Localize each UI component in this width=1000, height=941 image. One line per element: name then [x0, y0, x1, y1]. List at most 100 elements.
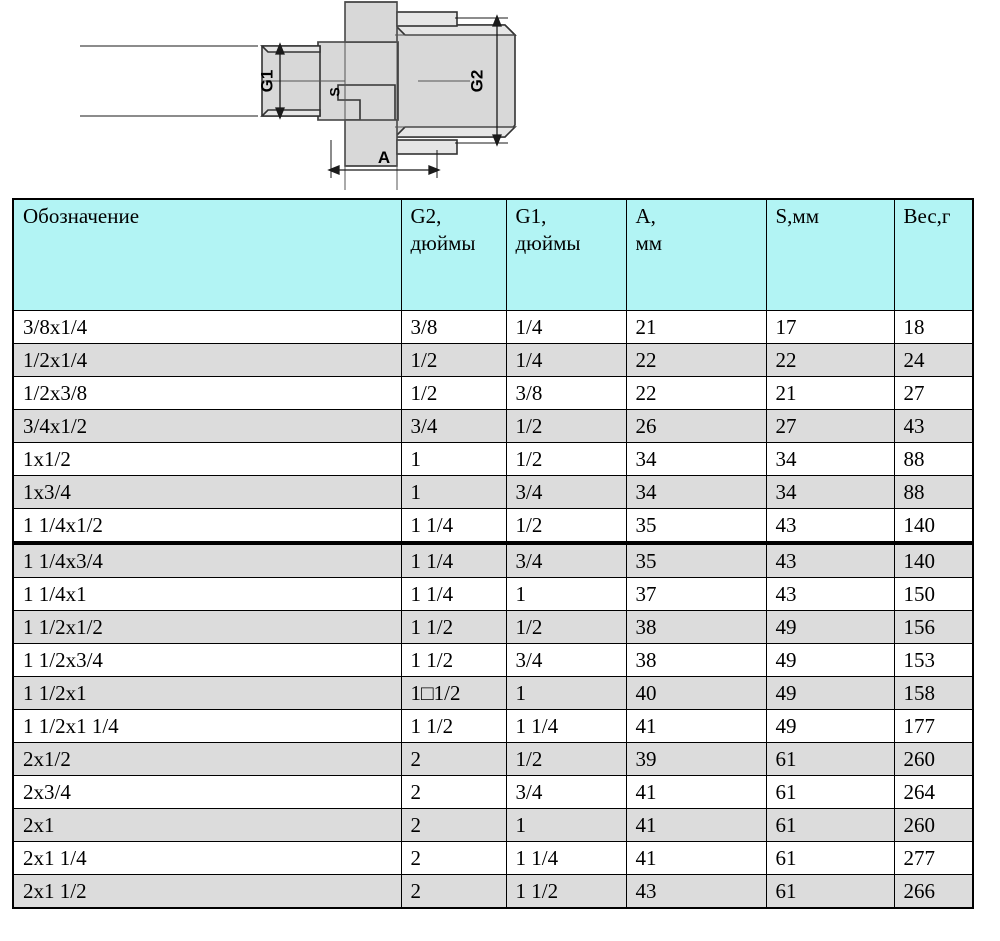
cell-name: 2x1 1/2	[12, 874, 402, 909]
cell-a: 41	[625, 775, 767, 809]
cell-g1: 1/4	[505, 343, 627, 377]
cell-s: 34	[765, 475, 895, 509]
column-header-g1: G1, дюймы	[505, 198, 627, 311]
technical-drawing: G1 G2 A S	[0, 0, 1000, 192]
g1-arrow-bottom	[275, 107, 285, 120]
cell-s: 61	[765, 742, 895, 776]
cell-s: 49	[765, 610, 895, 644]
cell-a: 26	[625, 409, 767, 443]
cell-w: 88	[893, 442, 974, 476]
cell-g2: 1/2	[400, 376, 507, 410]
cell-g2: 1 1/2	[400, 610, 507, 644]
cell-g1: 1/4	[505, 310, 627, 344]
cell-a: 38	[625, 610, 767, 644]
cell-g2: 1 1/2	[400, 709, 507, 743]
cell-g2: 1 1/2	[400, 643, 507, 677]
cell-a: 21	[625, 310, 767, 344]
g2-arrow-bottom	[492, 134, 502, 147]
cell-s: 49	[765, 643, 895, 677]
dimension-label-s: S	[327, 87, 343, 96]
cell-g1: 3/8	[505, 376, 627, 410]
cell-a: 43	[625, 874, 767, 909]
cell-g1: 1	[505, 808, 627, 842]
cell-g1: 3/4	[505, 775, 627, 809]
cell-w: 264	[893, 775, 974, 809]
cell-s: 22	[765, 343, 895, 377]
cell-name: 1 1/2x1	[12, 676, 402, 710]
cell-w: 24	[893, 343, 974, 377]
cell-a: 39	[625, 742, 767, 776]
cell-s: 61	[765, 874, 895, 909]
cell-g1: 1 1/4	[505, 841, 627, 875]
cell-a: 22	[625, 376, 767, 410]
cell-g2: 3/4	[400, 409, 507, 443]
dimension-label-g2: G2	[467, 70, 486, 93]
cell-name: 2x1	[12, 808, 402, 842]
column-header-g2: G2, дюймы	[400, 198, 507, 311]
cell-w: 260	[893, 808, 974, 842]
header-row: Обозначение G2, дюймы G1, дюймы A, мм S,…	[12, 198, 974, 311]
cell-g1: 1	[505, 577, 627, 611]
cell-g2: 1 1/4	[400, 508, 507, 545]
cell-a: 35	[625, 508, 767, 545]
cell-g1: 3/4	[505, 643, 627, 677]
cell-s: 43	[765, 577, 895, 611]
cell-w: 277	[893, 841, 974, 875]
cell-s: 34	[765, 442, 895, 476]
specification-table-container: Обозначение G2, дюймы G1, дюймы A, мм S,…	[12, 198, 974, 909]
cell-a: 34	[625, 442, 767, 476]
cell-s: 27	[765, 409, 895, 443]
cell-name: 1 1/4x3/4	[12, 542, 402, 578]
cell-g2: 1	[400, 475, 507, 509]
cell-w: 156	[893, 610, 974, 644]
cell-name: 1x1/2	[12, 442, 402, 476]
cell-w: 266	[893, 874, 974, 909]
cell-g1: 1/2	[505, 409, 627, 443]
dimension-label-g1: G1	[257, 70, 276, 93]
a-arrow-left	[327, 165, 340, 175]
column-header-s: S,мм	[765, 198, 895, 311]
cell-name: 1 1/2x1/2	[12, 610, 402, 644]
cell-w: 150	[893, 577, 974, 611]
cell-g1: 1	[505, 676, 627, 710]
cell-s: 49	[765, 676, 895, 710]
cell-g2: 1□1/2	[400, 676, 507, 710]
column-header-designation: Обозначение	[12, 198, 402, 311]
cell-name: 1/2x3/8	[12, 376, 402, 410]
cell-w: 260	[893, 742, 974, 776]
cell-g2: 2	[400, 841, 507, 875]
cell-w: 177	[893, 709, 974, 743]
cell-name: 2x1 1/4	[12, 841, 402, 875]
cell-g2: 1 1/4	[400, 542, 507, 578]
cell-w: 158	[893, 676, 974, 710]
lower-thread-strip	[396, 139, 458, 155]
cell-a: 41	[625, 841, 767, 875]
cell-name: 3/8x1/4	[12, 310, 402, 344]
cell-a: 34	[625, 475, 767, 509]
dimension-a	[327, 140, 441, 178]
cell-name: 1x3/4	[12, 475, 402, 509]
cell-name: 2x3/4	[12, 775, 402, 809]
dimension-g2	[455, 14, 508, 147]
cell-s: 43	[765, 542, 895, 578]
small-end-bottom-chamfer	[260, 109, 321, 117]
cell-g2: 2	[400, 874, 507, 909]
cell-s: 61	[765, 808, 895, 842]
cell-g1: 3/4	[505, 475, 627, 509]
cell-w: 27	[893, 376, 974, 410]
